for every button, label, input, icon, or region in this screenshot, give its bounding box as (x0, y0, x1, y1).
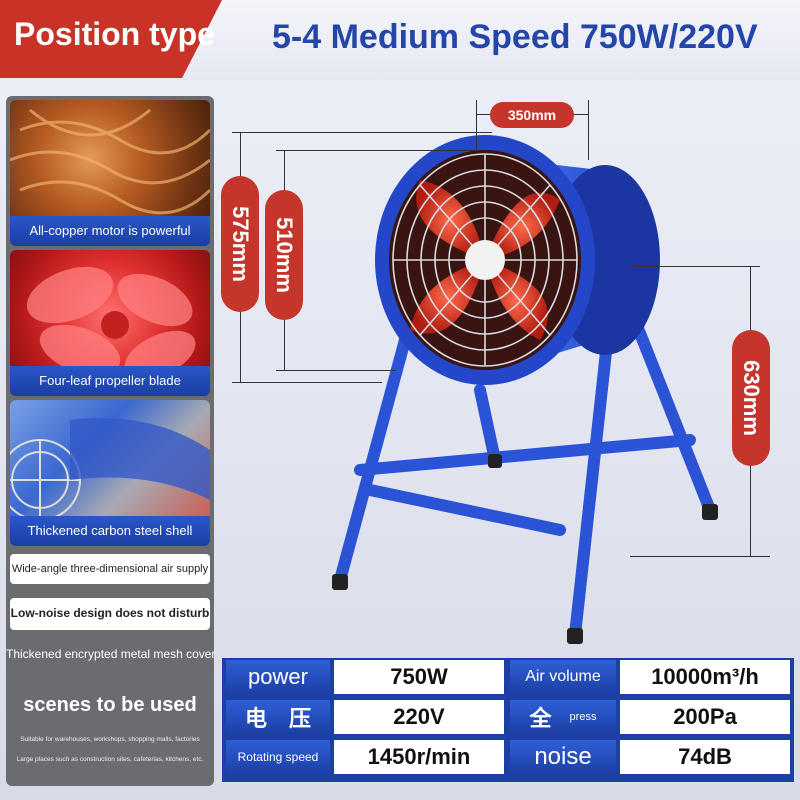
inner-height-badge: 510mm (265, 190, 303, 320)
stand-height-bottom-tick (630, 556, 770, 557)
spec-label: Air volume (510, 660, 616, 694)
outer-height-badge: 575mm (221, 176, 259, 312)
feature-line-wide-angle: Wide-angle three-dimensional air supply (10, 554, 210, 584)
spec-value: 200Pa (620, 700, 790, 734)
scenes-note-1: Suitable for warehouses, workshops, shop… (20, 736, 200, 743)
feature-copper-motor: All-copper motor is powerful (10, 100, 210, 246)
feature-line-low-noise: Low-noise design does not disturb (10, 598, 210, 630)
spec-value: 220V (334, 700, 504, 734)
spec-label: Rotating speed (226, 740, 330, 774)
spec-row-noise: noise 74dB (510, 740, 790, 774)
spec-label-sub: press (569, 711, 597, 723)
spec-label: power (226, 660, 330, 694)
inner-height-top-tick (276, 150, 476, 151)
scenes-title: scenes to be used (23, 694, 197, 716)
spec-value: 1450r/min (334, 740, 504, 774)
spec-row-power: power 750W (226, 660, 504, 694)
feature-caption: Four-leaf propeller blade (10, 366, 210, 396)
outer-height-value: 575mm (228, 206, 253, 282)
scenes-note-2: Large places such as construction sites,… (16, 756, 204, 763)
stand-height-value: 630mm (739, 360, 764, 436)
outer-height-bottom-tick (232, 382, 382, 383)
spec-value: 10000m³/h (620, 660, 790, 694)
position-type-label: Position type (14, 16, 215, 52)
spec-value: 750W (334, 660, 504, 694)
spec-row-rotating-speed: Rotating speed 1450r/min (226, 740, 504, 774)
outer-height-top-tick (232, 132, 492, 133)
stand-height-badge: 630mm (732, 330, 770, 466)
spec-label-main: 全 (529, 706, 552, 731)
spec-label: 全 press (510, 700, 616, 734)
spec-row-voltage: 电 压 220V (226, 700, 504, 734)
spec-label: noise (510, 740, 616, 774)
spec-value: 74dB (620, 740, 790, 774)
feature-steel-shell: Thickened carbon steel shell (10, 400, 210, 546)
product-title: 5-4 Medium Speed 750W/220V (272, 18, 758, 56)
feature-line-mesh-cover: Thickened encrypted metal mesh cover (6, 647, 216, 661)
fan-illustration (332, 135, 718, 644)
inner-height-bottom-tick (276, 370, 396, 371)
feature-panel: All-copper motor is powerful Four-leaf p… (6, 96, 216, 786)
feature-propeller-blade: Four-leaf propeller blade (10, 250, 210, 396)
feature-caption: Thickened carbon steel shell (10, 516, 210, 546)
spec-row-air-volume: Air volume 10000m³/h (510, 660, 790, 694)
width-right-tick (588, 100, 589, 160)
feature-caption: All-copper motor is powerful (10, 216, 210, 246)
inner-height-value: 510mm (272, 217, 297, 293)
width-left-tick (476, 100, 477, 150)
width-badge: 350mm (490, 102, 574, 128)
spec-row-full-press: 全 press 200Pa (510, 700, 790, 734)
position-type-banner (0, 0, 222, 78)
spec-label: 电 压 (226, 700, 330, 734)
stand-height-top-tick (630, 266, 760, 267)
